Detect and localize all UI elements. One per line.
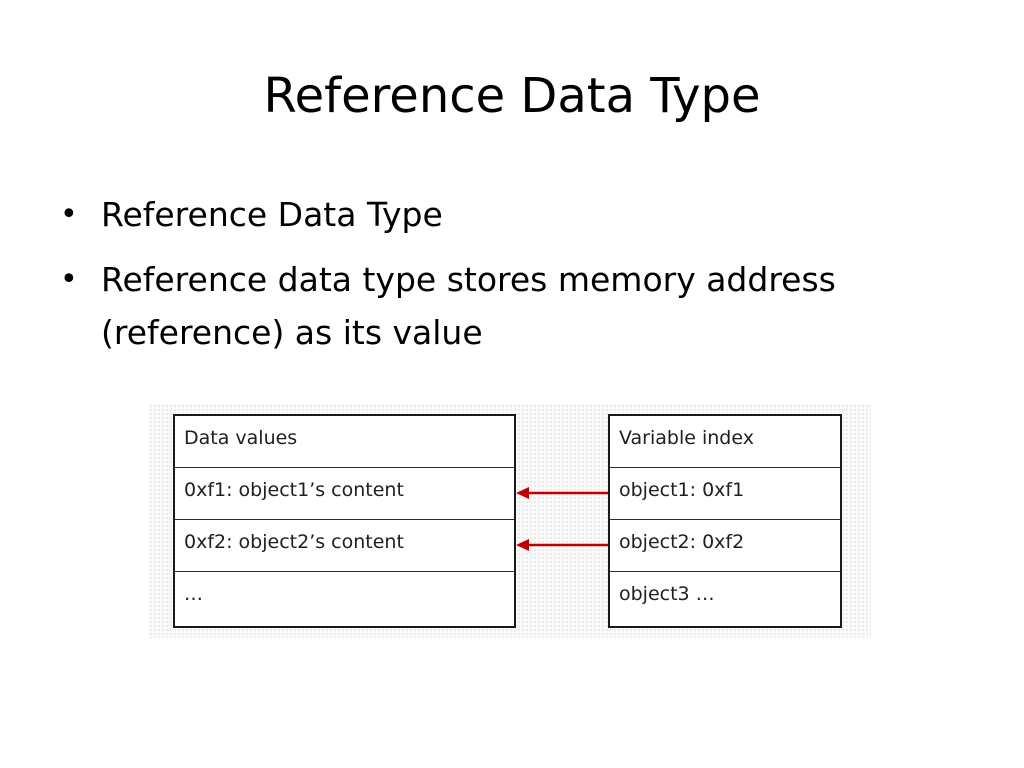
variable-index-table: Variable index object1: 0xf1 object2: 0x… [608,414,842,628]
data-values-row: 0xf2: object2’s content [175,520,514,572]
variable-index-header: Variable index [610,416,840,468]
data-values-row: … [184,583,203,605]
data-values-header: Data values [175,416,514,468]
reference-arrows [516,487,608,551]
arrow-object1-icon [516,487,608,499]
data-values-row: 0xf1: object1’s content [175,468,514,520]
bullet-item: • Reference Data Type [56,188,956,241]
bullet-item: • Reference data type stores memory addr… [56,253,956,359]
bullet-list: • Reference Data Type • Reference data t… [56,188,956,371]
variable-index-row: object2: 0xf2 [610,520,840,572]
variable-index-row: object3 … [619,583,715,605]
data-values-table: Data values 0xf1: object1’s content 0xf2… [173,414,516,628]
arrow-object2-icon [516,539,608,551]
bullet-text: Reference data type stores memory addres… [101,260,836,352]
memory-diagram: Data values 0xf1: object1’s content 0xf2… [149,404,871,638]
variable-index-row: object1: 0xf1 [610,468,840,520]
bullet-dot-icon: • [60,262,78,297]
slide-title: Reference Data Type [263,68,761,124]
bullet-text: Reference Data Type [101,195,443,234]
bullet-dot-icon: • [60,197,78,232]
